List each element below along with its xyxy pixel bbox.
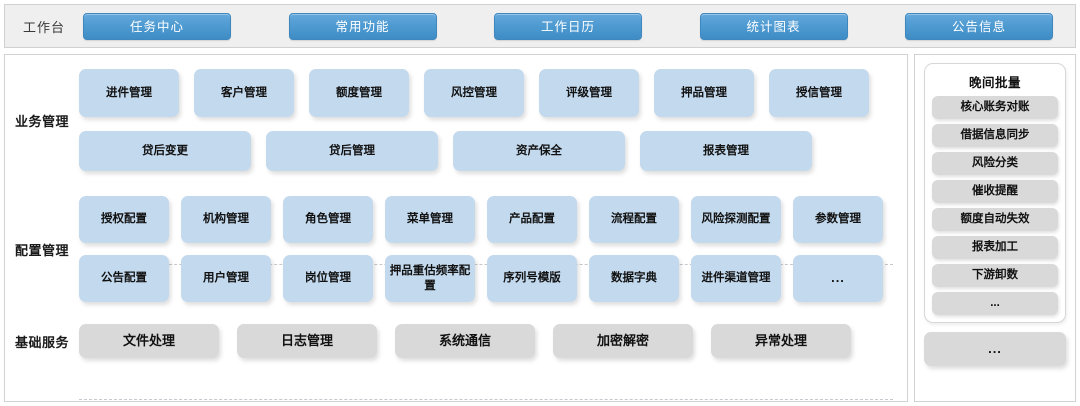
module-tile-exception-handling[interactable]: 异常处理 <box>711 324 851 358</box>
module-tile-config-more[interactable]: ... <box>793 255 883 302</box>
base-row-1: 文件处理 日志管理 系统通信 加密解密 异常处理 <box>79 324 907 358</box>
module-tile-collateral-management[interactable]: 押品管理 <box>654 69 754 117</box>
module-tile-post-loan-change[interactable]: 贷后变更 <box>79 131 251 171</box>
section-label-base: 基础服务 <box>14 334 69 350</box>
section-divider-business-config <box>79 264 893 265</box>
module-tile-serial-number-template[interactable]: 序列号模版 <box>487 255 577 302</box>
module-tile-encryption-decryption[interactable]: 加密解密 <box>553 324 693 358</box>
config-row-2: 公告配置 用户管理 岗位管理 押品重估频率配置 序列号模版 数据字典 进件渠道管… <box>79 255 907 302</box>
tab-task-center[interactable]: 任务中心 <box>83 12 231 40</box>
section-configuration-management: 配置管理 授权配置 机构管理 角色管理 菜单管理 产品配置 流程配置 风险探测配… <box>5 183 907 315</box>
top-tab-group: 任务中心 常用功能 工作日历 统计图表 公告信息 <box>83 12 1075 40</box>
module-tile-parameter-management[interactable]: 参数管理 <box>793 196 883 243</box>
batch-item-risk-classification[interactable]: 风险分类 <box>932 152 1058 175</box>
business-row-2: 贷后变更 贷后管理 资产保全 报表管理 <box>79 131 907 171</box>
module-tile-menu-management[interactable]: 菜单管理 <box>385 196 475 243</box>
batch-item-credit-limit-auto-expire[interactable]: 额度自动失效 <box>932 208 1058 231</box>
batch-item-core-accounting-reconciliation[interactable]: 核心账务对账 <box>932 96 1058 119</box>
module-tile-position-management[interactable]: 岗位管理 <box>283 255 373 302</box>
config-rows: 授权配置 机构管理 角色管理 菜单管理 产品配置 流程配置 风险探测配置 参数管… <box>79 196 907 302</box>
base-rows: 文件处理 日志管理 系统通信 加密解密 异常处理 <box>79 324 907 358</box>
module-tile-log-management[interactable]: 日志管理 <box>237 324 377 358</box>
tab-common-functions[interactable]: 常用功能 <box>288 12 437 40</box>
module-tile-incoming-management[interactable]: 进件管理 <box>79 69 179 117</box>
section-label-business: 业务管理 <box>14 113 69 129</box>
top-navigation-bar: 工作台 任务中心 常用功能 工作日历 统计图表 公告信息 <box>4 4 1076 48</box>
section-divider-config-base <box>79 399 893 400</box>
business-rows: 进件管理 客户管理 额度管理 风控管理 评级管理 押品管理 授信管理 贷后变更 … <box>79 69 907 171</box>
module-tile-credit-granting-management[interactable]: 授信管理 <box>769 69 869 117</box>
module-tile-system-communication[interactable]: 系统通信 <box>395 324 535 358</box>
night-batch-title: 晚间批量 <box>968 76 1021 90</box>
tab-work-calendar[interactable]: 工作日历 <box>494 12 642 40</box>
module-tile-announcement-config[interactable]: 公告配置 <box>79 255 169 302</box>
business-row-1: 进件管理 客户管理 额度管理 风控管理 评级管理 押品管理 授信管理 <box>79 69 907 117</box>
module-tile-role-management[interactable]: 角色管理 <box>283 196 373 243</box>
section-business-management: 业务管理 进件管理 客户管理 额度管理 风控管理 评级管理 押品管理 授信管理 … <box>5 55 907 183</box>
right-panel-more-tile[interactable]: ... <box>924 332 1066 366</box>
module-tile-post-loan-management[interactable]: 贷后管理 <box>266 131 438 171</box>
module-tile-risk-detection-config[interactable]: 风险探测配置 <box>691 196 781 243</box>
module-tile-product-config[interactable]: 产品配置 <box>487 196 577 243</box>
module-tile-credit-limit-management[interactable]: 额度管理 <box>309 69 409 117</box>
batch-item-downstream-data-unload[interactable]: 下游卸数 <box>932 264 1058 287</box>
module-tile-risk-control-management[interactable]: 风控管理 <box>424 69 524 117</box>
page-title: 工作台 <box>22 19 65 35</box>
module-tile-incoming-channel-management[interactable]: 进件渠道管理 <box>691 255 781 302</box>
config-row-1: 授权配置 机构管理 角色管理 菜单管理 产品配置 流程配置 风险探测配置 参数管… <box>79 196 907 243</box>
tab-announcements[interactable]: 公告信息 <box>905 12 1053 40</box>
batch-item-collection-reminder[interactable]: 催收提醒 <box>932 180 1058 203</box>
module-tile-file-processing[interactable]: 文件处理 <box>79 324 219 358</box>
section-basic-services: 基础服务 文件处理 日志管理 系统通信 加密解密 异常处理 <box>5 315 907 367</box>
module-tile-rating-management[interactable]: 评级管理 <box>539 69 639 117</box>
batch-item-iou-info-sync[interactable]: 借据信息同步 <box>932 124 1058 147</box>
module-tile-authorization-config[interactable]: 授权配置 <box>79 196 169 243</box>
module-tile-process-config[interactable]: 流程配置 <box>589 196 679 243</box>
module-tile-collateral-revaluation-frequency-config[interactable]: 押品重估频率配置 <box>385 255 475 302</box>
night-batch-panel: 晚间批量 核心账务对账 借据信息同步 风险分类 催收提醒 额度自动失效 报表加工… <box>914 54 1076 402</box>
module-tile-data-dictionary[interactable]: 数据字典 <box>589 255 679 302</box>
module-tile-organization-management[interactable]: 机构管理 <box>181 196 271 243</box>
batch-item-report-processing[interactable]: 报表加工 <box>932 236 1058 259</box>
module-tile-customer-management[interactable]: 客户管理 <box>194 69 294 117</box>
main-module-panel: 业务管理 进件管理 客户管理 额度管理 风控管理 评级管理 押品管理 授信管理 … <box>4 54 908 402</box>
tab-statistics-charts[interactable]: 统计图表 <box>699 12 848 40</box>
batch-item-more[interactable]: ... <box>932 292 1058 315</box>
module-tile-user-management[interactable]: 用户管理 <box>181 255 271 302</box>
night-batch-box: 晚间批量 核心账务对账 借据信息同步 风险分类 催收提醒 额度自动失效 报表加工… <box>924 63 1066 323</box>
module-tile-asset-preservation[interactable]: 资产保全 <box>453 131 625 171</box>
module-tile-report-management[interactable]: 报表管理 <box>640 131 812 171</box>
section-label-config: 配置管理 <box>14 242 69 258</box>
